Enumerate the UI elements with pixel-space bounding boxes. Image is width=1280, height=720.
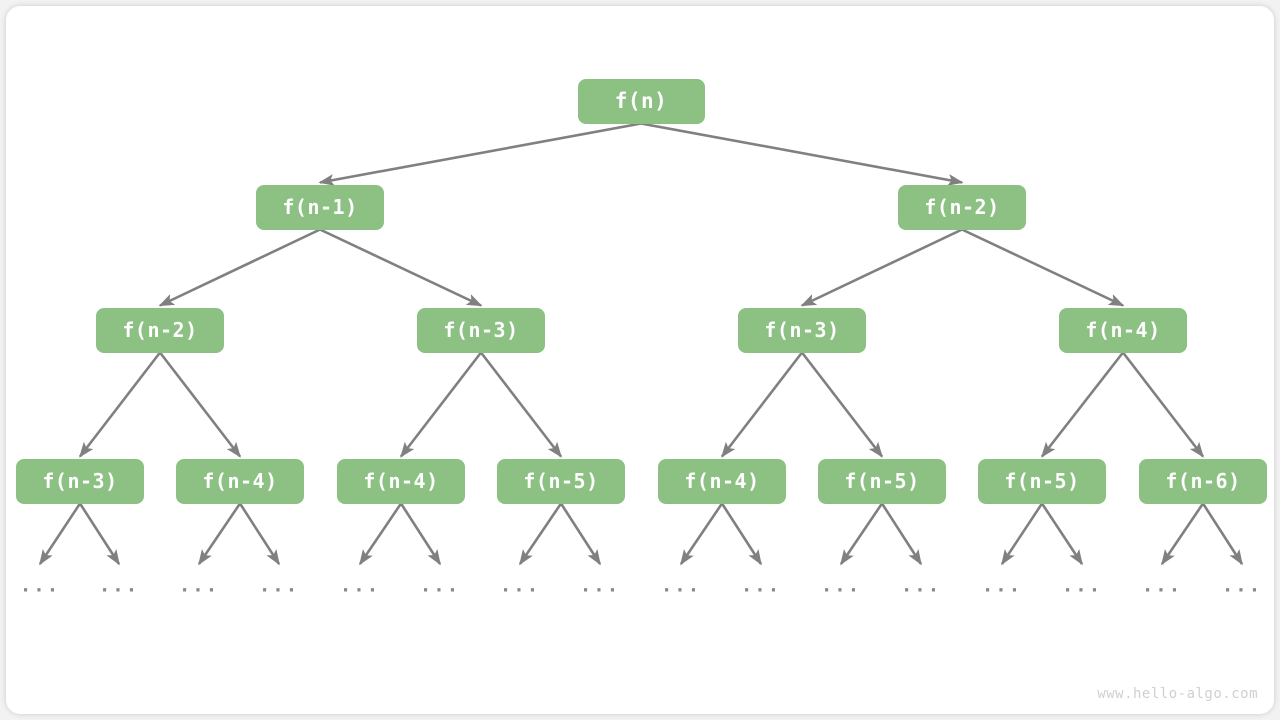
tree-leaf-ellipsis: ...: [178, 574, 220, 597]
tree-leaf-ellipsis: ...: [19, 574, 61, 597]
tree-node: f(n-1): [256, 184, 384, 230]
tree-node: f(n-2): [96, 307, 224, 353]
tree-node: f(n-6): [1139, 458, 1267, 504]
tree-leaf-ellipsis: ...: [258, 574, 300, 597]
tree-leaf-ellipsis: ...: [98, 574, 140, 597]
tree-node: f(n-3): [738, 307, 866, 353]
tree-leaf-ellipsis: ...: [820, 574, 862, 597]
tree-leaf-ellipsis: ...: [1141, 574, 1183, 597]
tree-node: f(n-4): [1059, 307, 1187, 353]
tree-node: f(n-4): [176, 458, 304, 504]
tree-leaf-ellipsis: ...: [981, 574, 1023, 597]
watermark: www.hello-algo.com: [1097, 686, 1258, 702]
tree-node: f(n-5): [497, 458, 625, 504]
tree-node: f(n-2): [898, 184, 1026, 230]
tree-node: f(n-5): [818, 458, 946, 504]
tree-node: f(n-4): [337, 458, 465, 504]
tree-leaf-ellipsis: ...: [1221, 574, 1263, 597]
tree-leaf-ellipsis: ...: [499, 574, 541, 597]
tree-leaf-ellipsis: ...: [419, 574, 461, 597]
tree-leaf-ellipsis: ...: [339, 574, 381, 597]
tree-leaf-ellipsis: ...: [900, 574, 942, 597]
tree-leaf-ellipsis: ...: [660, 574, 702, 597]
tree-leaf-ellipsis: ...: [740, 574, 782, 597]
tree-leaf-ellipsis: ...: [579, 574, 621, 597]
tree-node: f(n-3): [16, 458, 144, 504]
tree-node: f(n-4): [658, 458, 786, 504]
tree-node: f(n-5): [978, 458, 1106, 504]
tree-node: f(n): [577, 78, 705, 124]
tree-leaf-ellipsis: ...: [1061, 574, 1103, 597]
tree-node: f(n-3): [417, 307, 545, 353]
